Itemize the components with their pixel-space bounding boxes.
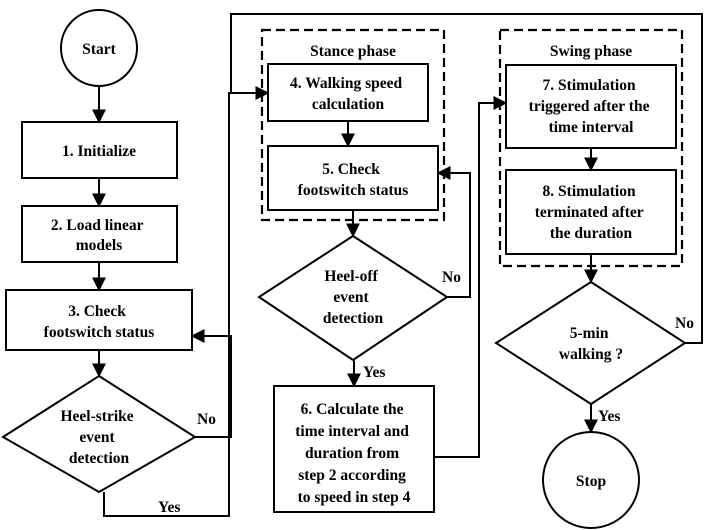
step5-box <box>267 145 439 211</box>
start-label-line: Start <box>82 41 116 58</box>
flowchart-node-labels: Start 1. Initialize 2. Load linear model… <box>44 41 654 506</box>
step5-label-line-1: 5. Check <box>322 161 380 178</box>
step7-label: 7. Stimulation triggered after the time … <box>529 77 654 136</box>
heel-off-label: Heel-off event detection <box>323 268 384 327</box>
start-label: Start <box>82 41 116 58</box>
step5-label-line-2: footswitch status <box>298 182 409 199</box>
step6-label-line-4: step 2 according <box>298 467 406 484</box>
step6-label-line-1: 6. Calculate the <box>301 401 404 418</box>
step4-label-line-1: 4. Walking speed <box>290 75 403 92</box>
step1-label-line: 1. Initialize <box>62 143 136 160</box>
step7-box <box>505 64 677 149</box>
walking-no-label: No <box>675 315 694 332</box>
step2-label-line-1: 2. Load linear <box>51 217 144 234</box>
walking-label-line-2: walking ? <box>559 346 623 363</box>
step8-box <box>505 169 677 255</box>
step5-label: 5. Check footswitch status <box>298 161 409 199</box>
step6-label-line-5: to speed in step 4 <box>298 489 411 506</box>
step3-label-line-1: 3. Check <box>68 303 126 320</box>
step1-box <box>21 121 178 179</box>
step7-label-line-2: triggered after the <box>529 98 650 115</box>
heel-strike-label: Heel-strike event detection <box>60 408 137 467</box>
flowchart-nodes <box>1 9 687 529</box>
heel-strike-label-line-1: Heel-strike <box>60 408 133 425</box>
step2-label-line-2: models <box>76 237 123 254</box>
heel-strike-label-line-3: detection <box>69 450 130 467</box>
step8-label-line-2: terminated after <box>535 204 644 221</box>
swing-phase-title: Swing phase <box>550 43 632 60</box>
step3-box <box>5 289 193 351</box>
edge-heel-strike-no-loop <box>190 329 232 438</box>
step4-label: 4. Walking speed calculation <box>290 75 406 113</box>
heel-strike-decision <box>1 374 197 494</box>
heel-off-decision <box>257 234 449 362</box>
heel-off-no-label: No <box>442 269 461 286</box>
stop-label: Stop <box>576 473 606 490</box>
step6-label-line-3: duration from <box>305 445 399 462</box>
step6-label: 6. Calculate the time interval and durat… <box>295 401 413 506</box>
walking-yes-label: Yes <box>598 408 620 425</box>
heel-strike-no-label: No <box>197 411 216 428</box>
walking-label-line-1: 5-min <box>570 325 609 342</box>
step8-label-line-1: 8. Stimulation <box>543 183 636 200</box>
walking-label: 5-min walking ? <box>559 325 623 363</box>
flowchart-edges <box>92 13 703 517</box>
heel-off-yes-label: Yes <box>363 364 385 381</box>
edge-step6-to-step7 <box>434 96 508 458</box>
step8-label-line-3: the duration <box>550 225 633 242</box>
step7-label-line-1: 7. Stimulation <box>543 77 636 94</box>
stance-phase-title: Stance phase <box>310 43 396 60</box>
heel-off-label-line-3: detection <box>323 310 384 327</box>
step3-label: 3. Check footswitch status <box>44 303 155 341</box>
step2-box <box>21 205 178 263</box>
heel-strike-label-line-2: event <box>79 429 115 446</box>
edge-walking-no-loop <box>230 13 703 344</box>
stop-node <box>542 431 640 529</box>
step6-label-line-2: time interval and <box>295 423 409 440</box>
heel-off-label-line-2: event <box>333 289 369 306</box>
step8-label: 8. Stimulation terminated after the dura… <box>535 183 647 242</box>
flowchart-edge-labels: No Yes No Yes No Yes <box>158 269 694 516</box>
step6-box <box>273 385 435 513</box>
edge-heel-strike-yes-to-step4 <box>103 86 270 517</box>
step1-label: 1. Initialize <box>62 143 136 160</box>
walking-decision <box>494 280 687 406</box>
step4-box <box>267 63 429 122</box>
heel-off-label-line-1: Heel-off <box>324 268 378 285</box>
step3-label-line-2: footswitch status <box>44 324 155 341</box>
stop-label-line: Stop <box>576 473 606 490</box>
step2-label: 2. Load linear models <box>51 217 147 254</box>
step4-label-line-2: calculation <box>312 96 385 113</box>
heel-strike-yes-label: Yes <box>158 499 180 516</box>
edge-heel-off-no-loop <box>436 166 471 298</box>
step7-label-line-3: time interval <box>549 119 634 136</box>
start-node <box>60 9 138 87</box>
